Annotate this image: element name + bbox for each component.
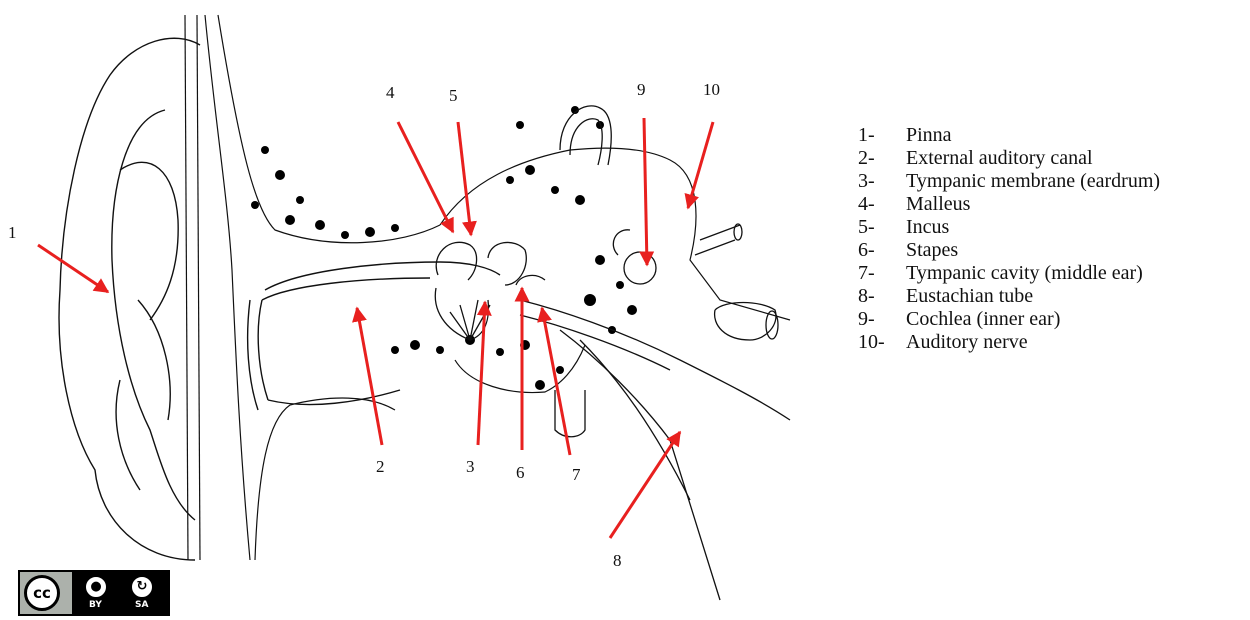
middle-ear-drawing [435,242,790,600]
legend-number: 6- [858,239,906,262]
cc-by-sa-badge[interactable]: cc ● ↻ BY SA [18,570,170,616]
arrow-8 [610,432,680,538]
person-icon: ● [84,575,108,599]
arrow-5 [458,122,471,235]
pinna-drawing [59,38,200,560]
sa-label: SA [135,600,148,610]
temporal-bone-drawing [185,15,790,560]
legend-item: 6-Stapes [858,239,1160,262]
cc-icon: cc [24,575,60,611]
callout-8: 8 [613,551,622,570]
arrow-4 [398,122,453,232]
legend-number: 8- [858,285,906,308]
legend-number: 1- [858,124,906,147]
ear-anatomy-diagram: 1 2 3 4 5 6 7 8 9 10 [0,0,820,620]
legend-number: 7- [858,262,906,285]
callout-7: 7 [572,465,581,484]
callout-numbers: 1 2 3 4 5 6 7 8 9 10 [8,80,720,570]
callout-4: 4 [386,83,395,102]
legend-text: Eustachian tube [906,285,1033,308]
legend-item: 2-External auditory canal [858,147,1160,170]
legend-number: 4- [858,193,906,216]
arrow-1 [38,245,108,292]
legend-text: Stapes [906,239,958,262]
legend-number: 2- [858,147,906,170]
legend-text: Pinna [906,124,952,147]
callout-5: 5 [449,86,458,105]
callout-10: 10 [703,80,720,99]
callout-6: 6 [516,463,525,482]
legend-item: 5-Incus [858,216,1160,239]
arrow-10 [688,122,713,208]
callout-2: 2 [376,457,385,476]
callout-9: 9 [637,80,646,99]
inner-ear-drawing [555,106,778,437]
arrow-7 [542,308,570,455]
legend-item: 4-Malleus [858,193,1160,216]
legend-item: 1-Pinna [858,124,1160,147]
legend-text: Cochlea (inner ear) [906,308,1060,331]
legend-text: External auditory canal [906,147,1093,170]
legend-number: 3- [858,170,906,193]
legend-item: 10-Auditory nerve [858,331,1160,354]
legend-number: 10- [858,331,906,354]
legend-number: 9- [858,308,906,331]
legend-item: 8-Eustachian tube [858,285,1160,308]
legend-text: Incus [906,216,949,239]
legend-text: Tympanic cavity (middle ear) [906,262,1143,285]
legend-item: 3-Tympanic membrane (eardrum) [858,170,1160,193]
legend-text: Malleus [906,193,970,216]
license-terms: ● ↻ BY SA [72,572,168,614]
legend-text: Tympanic membrane (eardrum) [906,170,1160,193]
by-label: BY [89,600,102,610]
arrow-2 [357,308,382,445]
arrow-9 [644,118,647,265]
legend-item: 9-Cochlea (inner ear) [858,308,1160,331]
callout-1: 1 [8,223,17,242]
legend-text: Auditory nerve [906,331,1028,354]
callout-3: 3 [466,457,475,476]
legend-item: 7-Tympanic cavity (middle ear) [858,262,1160,285]
share-alike-icon: ↻ [130,575,154,599]
legend-number: 5- [858,216,906,239]
